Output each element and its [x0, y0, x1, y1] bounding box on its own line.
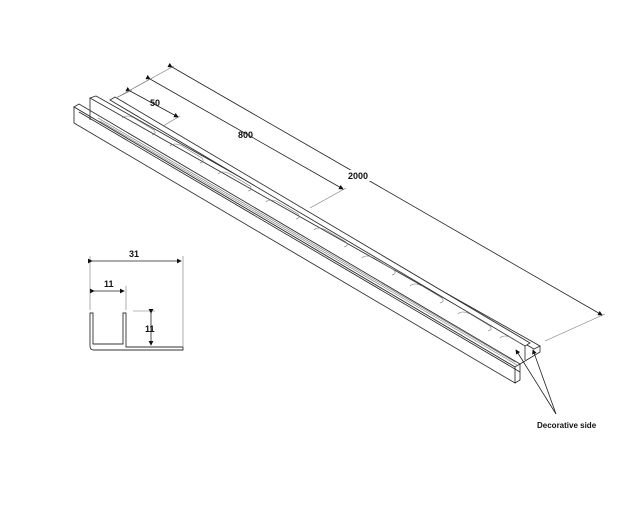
svg-text:31: 31 — [129, 249, 139, 259]
svg-text:2000: 2000 — [348, 171, 368, 181]
svg-text:800: 800 — [238, 130, 253, 140]
svg-text:Decorative side: Decorative side — [537, 421, 597, 430]
svg-text:11: 11 — [104, 279, 114, 289]
svg-text:50: 50 — [150, 98, 160, 108]
profile-isometric — [73, 95, 541, 384]
dimension-2000: 2000 — [133, 62, 606, 342]
profile-section: 31 11 11 — [88, 249, 184, 351]
svg-text:11: 11 — [145, 324, 155, 334]
decorative-side-callout: Decorative side — [515, 349, 597, 430]
